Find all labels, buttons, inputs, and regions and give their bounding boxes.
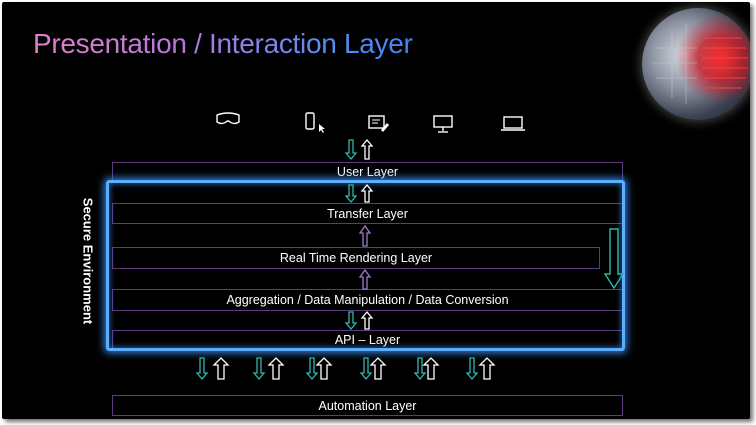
tablet-stylus-icon [367, 114, 391, 139]
user-transfer-arrows [344, 183, 374, 204]
vr-headset-icon [214, 110, 242, 133]
device-user-arrows [344, 138, 374, 161]
aggregation-rendering-arrow [358, 268, 372, 290]
secure-environment-label: Secure Environment [80, 197, 96, 325]
user-layer-label: User Layer [336, 165, 399, 179]
api-automation-arrows [195, 357, 496, 381]
side-down-arrow [603, 228, 625, 290]
api-layer-label: API – Layer [334, 333, 401, 347]
rendering-layer-box: Real Time Rendering Layer [112, 247, 600, 269]
aggregation-api-arrows [344, 310, 374, 331]
transfer-layer-label: Transfer Layer [327, 206, 408, 221]
desktop-icon [432, 114, 456, 139]
rendering-layer-label: Real Time Rendering Layer [279, 251, 433, 265]
automation-layer-box: Automation Layer [112, 395, 623, 416]
slide: Presentation / Interaction Layer [2, 2, 750, 419]
user-layer-box: User Layer [112, 162, 623, 182]
slide-title: Presentation / Interaction Layer [33, 26, 413, 62]
secure-environment-frame [106, 180, 625, 351]
aggregation-layer-label: Aggregation / Data Manipulation / Data C… [226, 293, 509, 307]
laptop-icon [499, 115, 527, 138]
mobile-touch-icon [304, 112, 328, 139]
circuit-globe-image [642, 8, 750, 120]
automation-layer-label: Automation Layer [318, 398, 417, 413]
rendering-transfer-arrow [358, 224, 372, 247]
